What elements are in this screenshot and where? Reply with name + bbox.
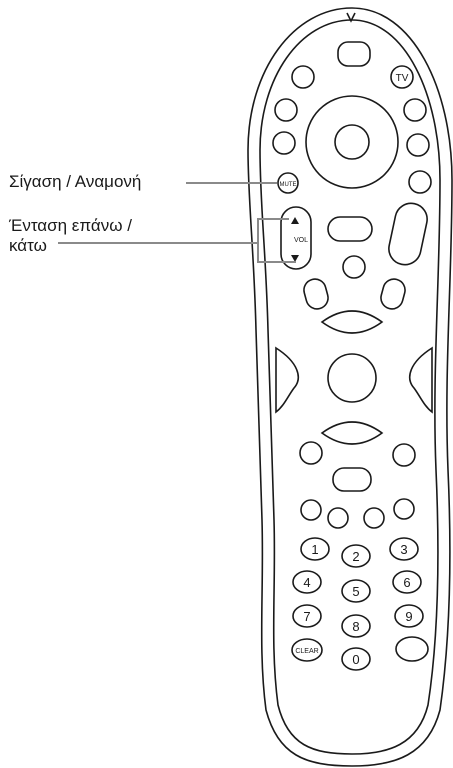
up-arrow-button[interactable] [322,311,382,333]
key-7-label: 7 [303,609,310,624]
nav-ring[interactable] [306,96,398,188]
key-1-label: 1 [311,542,318,557]
top-left-button[interactable] [292,66,314,88]
small-button-2[interactable] [328,508,348,528]
key-6-label: 6 [403,575,410,590]
key-5-label: 5 [352,584,359,599]
left-button-1[interactable] [275,99,297,121]
center-pill-button[interactable] [328,217,372,241]
enter-button[interactable] [396,637,428,661]
key-0-label: 0 [352,652,359,667]
left-button-2[interactable] [273,132,295,154]
lower-pill-button[interactable] [333,468,371,491]
tv-label: TV [396,73,409,84]
remote-body-outer [248,8,452,766]
left-oval-button[interactable] [301,277,330,312]
volume-down-arrow-icon [291,255,299,262]
mute-label: MUTE [280,182,297,188]
left-arrow-button[interactable] [276,348,298,412]
right-button-3[interactable] [409,171,431,193]
small-round-button[interactable] [343,256,365,278]
right-oval-button[interactable] [378,277,407,312]
small-button-3[interactable] [364,508,384,528]
key-3-label: 3 [400,542,407,557]
small-button-4[interactable] [394,499,414,519]
lower-left-button[interactable] [300,442,322,464]
key-9-label: 9 [405,609,412,624]
select-button[interactable] [328,354,376,402]
right-arrow-button[interactable] [410,348,432,412]
small-button-1[interactable] [301,500,321,520]
key-8-label: 8 [352,619,359,634]
right-button-2[interactable] [407,134,429,156]
clear-label: CLEAR [295,648,318,655]
key-4-label: 4 [303,575,310,590]
volume-up-arrow-icon [291,217,299,224]
key-2-label: 2 [352,549,359,564]
down-arrow-button[interactable] [322,422,382,444]
top-button[interactable] [338,42,370,66]
channel-rocker[interactable] [386,200,430,267]
vol-label: VOL [294,237,308,244]
right-button-1[interactable] [404,99,426,121]
lower-right-button[interactable] [393,444,415,466]
ok-button[interactable] [335,125,369,159]
